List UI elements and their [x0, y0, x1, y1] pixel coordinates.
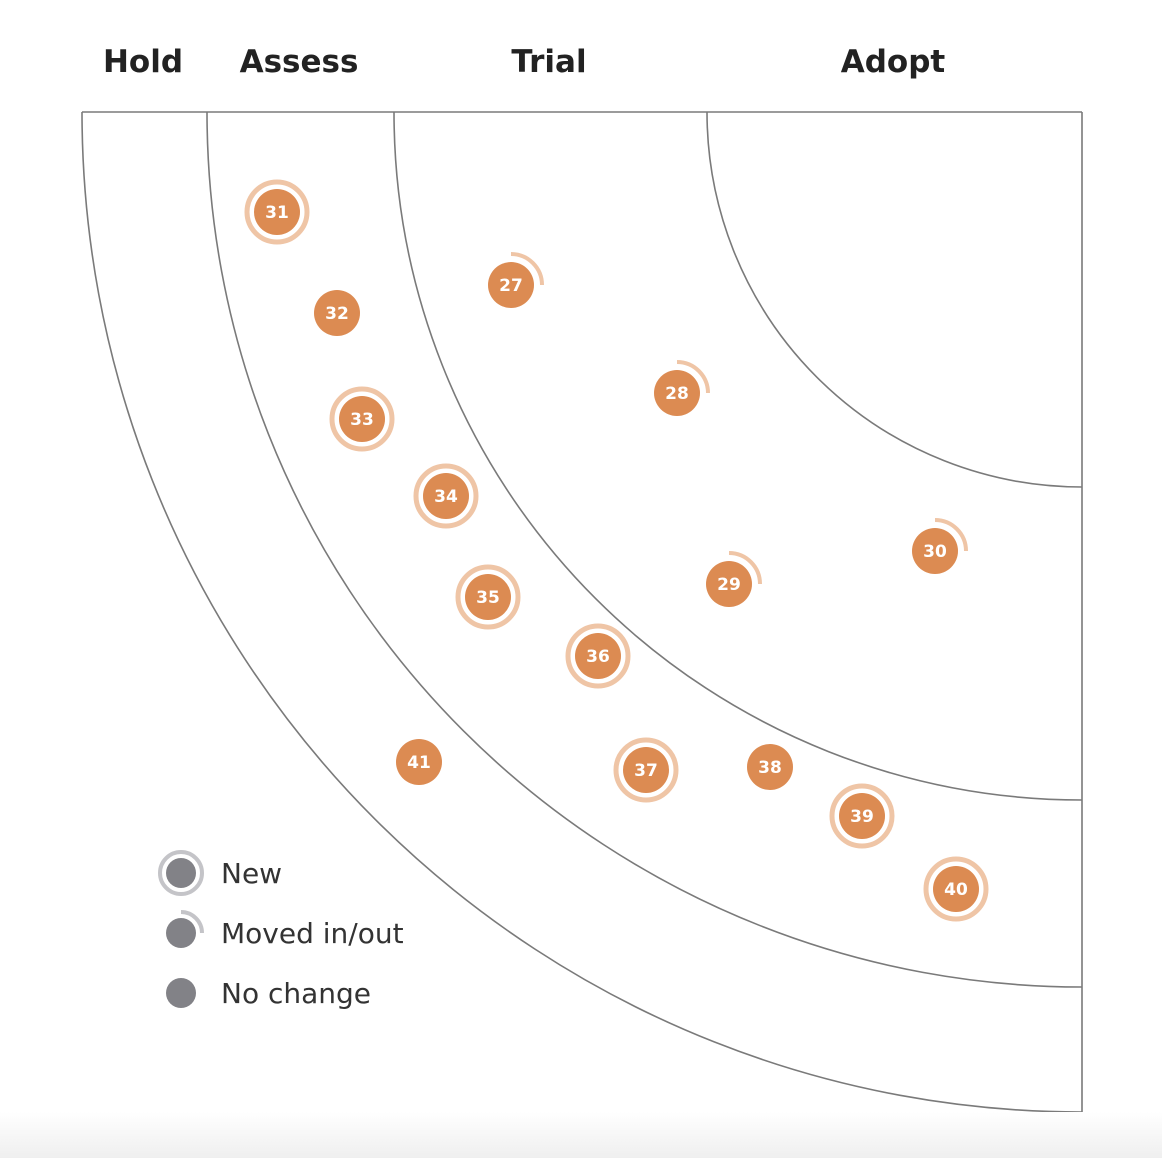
blip-number: 32: [325, 304, 349, 324]
legend-item-no-change: No change: [166, 977, 371, 1010]
legend: New Moved in/out No change: [158, 850, 404, 1010]
blip-dot: [839, 793, 885, 839]
blip-37[interactable]: 37: [613, 737, 679, 803]
blip-moved-arc: [728, 551, 762, 585]
blip-34[interactable]: 34: [413, 463, 479, 529]
blip-number: 41: [407, 753, 431, 773]
legend-new-ring-icon: [158, 850, 204, 896]
blip-36[interactable]: 36: [565, 623, 631, 689]
blip-27[interactable]: 27: [488, 252, 544, 308]
blip-moved-arc: [510, 252, 544, 286]
blip-dot: [912, 528, 958, 574]
blip-dot: [465, 574, 511, 620]
blip-moved-arc: [676, 360, 710, 394]
blip-number: 28: [665, 384, 689, 404]
legend-item-moved: Moved in/out: [166, 910, 404, 950]
legend-moved-arc-icon: [180, 910, 204, 934]
blip-number: 29: [717, 575, 741, 595]
legend-no-change-dot-icon: [166, 978, 196, 1008]
ring-arc-adopt: [706, 111, 1083, 488]
blip-new-ring: [455, 564, 521, 630]
blip-number: 34: [434, 487, 458, 507]
ring-title-hold: Hold: [103, 44, 183, 80]
blip-new-ring: [923, 856, 989, 922]
blip-number: 37: [634, 761, 658, 781]
blip-new-ring: [829, 783, 895, 849]
blip-new-ring: [565, 623, 631, 689]
ring-arc-hold: [81, 111, 1083, 1113]
blip-dot: [575, 633, 621, 679]
blip-number: 36: [586, 647, 610, 667]
blip-number: 33: [350, 410, 374, 430]
blip-number: 30: [923, 542, 947, 562]
blip-33[interactable]: 33: [329, 386, 395, 452]
blip-39[interactable]: 39: [829, 783, 895, 849]
ring-arc-trial: [393, 111, 1083, 801]
blip-number: 35: [476, 588, 500, 608]
blip-30[interactable]: 30: [912, 518, 968, 574]
legend-item-new: New: [158, 850, 282, 896]
blip-38[interactable]: 38: [747, 744, 793, 790]
bottom-fade: [0, 1112, 1162, 1158]
blip-moved-arc: [934, 518, 968, 552]
blip-number: 40: [944, 880, 968, 900]
blip-new-ring: [329, 386, 395, 452]
blip-28[interactable]: 28: [654, 360, 710, 416]
ring-title-adopt: Adopt: [841, 44, 946, 80]
legend-label-new: New: [221, 857, 282, 890]
blip-new-ring: [413, 463, 479, 529]
blip-dot: [314, 290, 360, 336]
blip-number: 38: [758, 758, 782, 778]
blip-number: 27: [499, 276, 523, 296]
blip-dot: [254, 189, 300, 235]
blip-dot: [488, 262, 534, 308]
blip-dot: [933, 866, 979, 912]
blip-dot: [396, 739, 442, 785]
blip-dot: [747, 744, 793, 790]
blip-40[interactable]: 40: [923, 856, 989, 922]
blip-dot: [339, 396, 385, 442]
legend-moved-dot-icon: [166, 918, 196, 948]
legend-new-dot-icon: [166, 858, 196, 888]
blip-32[interactable]: 32: [314, 290, 360, 336]
legend-label-no-change: No change: [221, 977, 371, 1010]
blip-dot: [706, 561, 752, 607]
legend-label-moved: Moved in/out: [221, 917, 404, 950]
ring-title-assess: Assess: [240, 44, 359, 80]
blip-dot: [623, 747, 669, 793]
ring-title-trial: Trial: [511, 44, 586, 80]
blip-new-ring: [613, 737, 679, 803]
blip-dot: [423, 473, 469, 519]
blip-35[interactable]: 35: [455, 564, 521, 630]
blip-31[interactable]: 31: [244, 179, 310, 245]
ring-boundaries: [81, 111, 1083, 1113]
blip-29[interactable]: 29: [706, 551, 762, 607]
blip-new-ring: [244, 179, 310, 245]
ring-arc-assess: [206, 111, 1083, 988]
blip-41[interactable]: 41: [396, 739, 442, 785]
blip-number: 39: [850, 807, 874, 827]
blip-dot: [654, 370, 700, 416]
blip-number: 31: [265, 203, 289, 223]
blips: 27 28 29 30 31 32 33: [244, 179, 989, 922]
